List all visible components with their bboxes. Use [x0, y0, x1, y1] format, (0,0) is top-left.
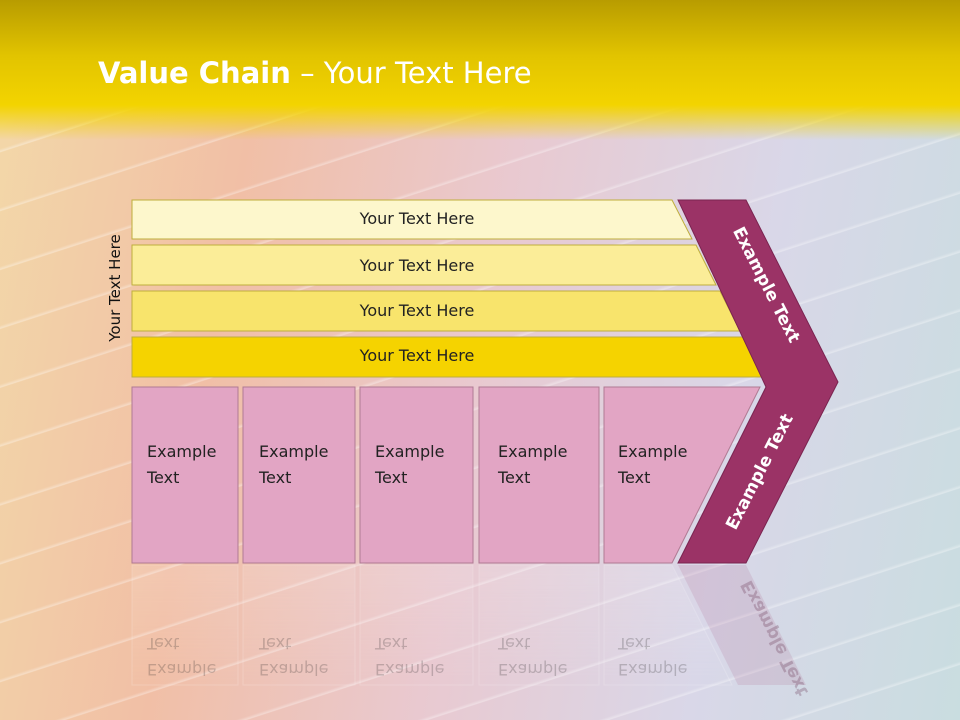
title-rest: – Your Text Here [290, 56, 532, 90]
box-2 [242, 386, 356, 564]
title-bold: Value Chain [98, 56, 291, 90]
box-5 [603, 386, 761, 564]
band-2-label: Your Text Here [359, 256, 475, 275]
header-band [0, 0, 960, 140]
band-2 [131, 244, 717, 286]
band-1-label: Your Text Here [359, 209, 475, 228]
slide-title: Value Chain – Your Text Here [98, 56, 532, 90]
box-4 [478, 386, 600, 564]
box-1 [131, 386, 239, 564]
reflection [131, 564, 806, 686]
band-3-label: Your Text Here [359, 301, 475, 320]
band-4-label: Your Text Here [359, 346, 475, 365]
box-3 [359, 386, 474, 564]
chevron-arrow [677, 199, 839, 564]
band-1 [131, 199, 693, 240]
